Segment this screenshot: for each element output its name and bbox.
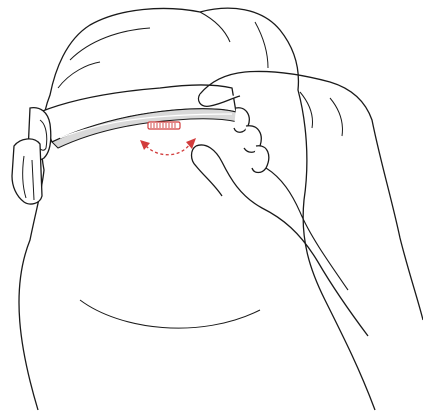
earpiece-module [12,139,42,204]
adjustment-dial-icon [148,122,180,129]
hair-line [58,62,100,88]
hair-line [70,28,150,60]
neck-line [80,300,260,328]
rotation-arrow-icon [140,138,196,155]
hair-line [255,22,268,68]
hair-line [200,12,230,42]
head-outline [19,8,375,410]
